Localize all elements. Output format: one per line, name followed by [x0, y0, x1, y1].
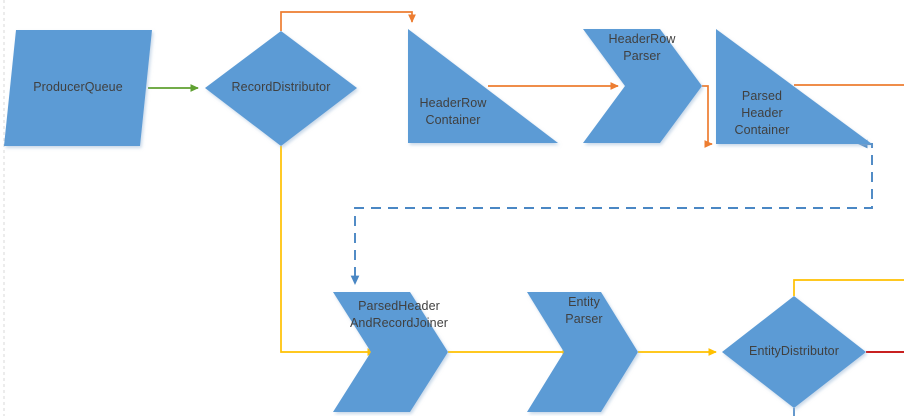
shape-record-distributor[interactable]	[205, 31, 357, 146]
shape-producer-queue[interactable]	[4, 30, 152, 146]
connector-recorddistributor-to-joiner	[280, 146, 376, 356]
shape-parsed-header-container[interactable]	[716, 29, 872, 144]
shape-header-row-container[interactable]	[408, 29, 558, 143]
shapes-layer	[4, 29, 872, 412]
shape-parsed-header-and-record-joiner[interactable]	[333, 292, 448, 412]
connector-recorddistributor-to-headerrowcontainer	[280, 11, 416, 31]
shape-entity-parser[interactable]	[527, 292, 638, 412]
connector-headerrowparser-to-parsedheadercontainer	[702, 85, 713, 148]
shape-entity-distributor[interactable]	[722, 296, 866, 408]
connector-parsedheadercontainer-to-joiner	[350, 139, 873, 285]
connector-entitydistributor-top-to-right-edge	[793, 279, 904, 296]
shape-header-row-parser[interactable]	[583, 29, 702, 143]
